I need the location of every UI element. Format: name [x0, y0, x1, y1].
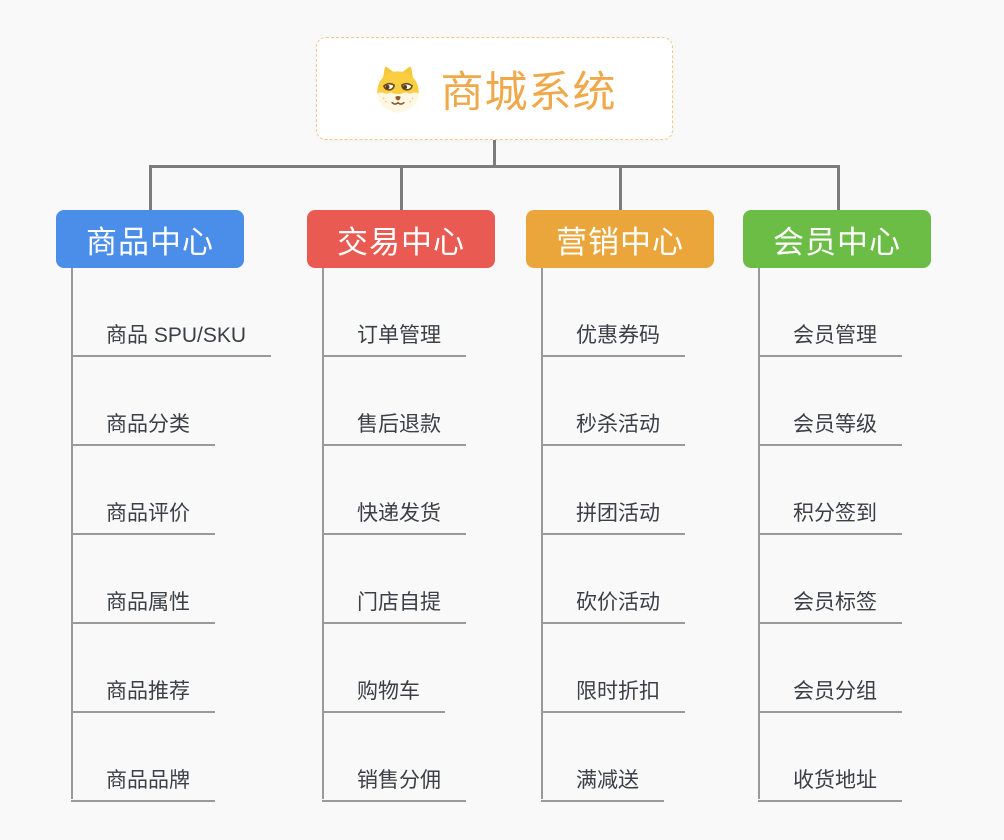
branch-header-3[interactable]: 营销中心 [526, 210, 714, 268]
connector-drop-1 [149, 165, 152, 210]
root-topic-label: 商城系统 [440, 68, 617, 117]
sub-topic[interactable]: 购物车 [322, 624, 445, 713]
sub-topic[interactable]: 商品属性 [71, 535, 215, 624]
branch-label: 商品中心 [86, 224, 214, 260]
branch-items: 会员管理会员等级积分签到会员标签会员分组收货地址 [743, 268, 931, 802]
sub-topic[interactable]: 商品品牌 [71, 713, 215, 802]
sub-topic[interactable]: 限时折扣 [541, 624, 685, 713]
connector-drop-4 [837, 165, 840, 210]
connector-drop-3 [619, 165, 622, 210]
branch-2: 交易中心 订单管理售后退款快递发货门店自提购物车销售分佣 [307, 210, 495, 802]
sub-topic[interactable]: 快递发货 [322, 446, 466, 535]
sub-topic[interactable]: 收货地址 [758, 713, 902, 802]
connector-drop-2 [400, 165, 403, 210]
sub-topic[interactable]: 会员分组 [758, 624, 902, 713]
sub-topic[interactable]: 会员等级 [758, 357, 902, 446]
branch-label: 交易中心 [337, 224, 465, 260]
branch-3: 营销中心 优惠券码秒杀活动拼团活动砍价活动限时折扣满减送 [526, 210, 714, 802]
shiba-dog-icon [373, 64, 423, 114]
branch-items: 优惠券码秒杀活动拼团活动砍价活动限时折扣满减送 [526, 268, 714, 802]
sub-topic[interactable]: 商品分类 [71, 357, 215, 446]
sub-topic[interactable]: 售后退款 [322, 357, 466, 446]
sub-topic[interactable]: 会员管理 [758, 268, 902, 357]
branch-4: 会员中心 会员管理会员等级积分签到会员标签会员分组收货地址 [743, 210, 931, 802]
sub-topic[interactable]: 门店自提 [322, 535, 466, 624]
sub-topic[interactable]: 优惠券码 [541, 268, 685, 357]
connector-root-stem [493, 140, 496, 168]
branch-header-4[interactable]: 会员中心 [743, 210, 931, 268]
sub-topic[interactable]: 拼团活动 [541, 446, 685, 535]
branch-items: 订单管理售后退款快递发货门店自提购物车销售分佣 [307, 268, 495, 802]
sub-topic[interactable]: 积分签到 [758, 446, 902, 535]
sub-topic[interactable]: 商品推荐 [71, 624, 215, 713]
sub-topic[interactable]: 会员标签 [758, 535, 902, 624]
root-topic[interactable]: 商城系统 [316, 37, 673, 140]
sub-topic[interactable]: 订单管理 [322, 268, 466, 357]
branch-label: 会员中心 [773, 224, 901, 260]
sub-topic[interactable]: 满减送 [541, 713, 664, 802]
sub-topic[interactable]: 秒杀活动 [541, 357, 685, 446]
sub-topic[interactable]: 砍价活动 [541, 535, 685, 624]
branch-label: 营销中心 [556, 224, 684, 260]
connector-rail [149, 165, 840, 168]
branch-header-1[interactable]: 商品中心 [56, 210, 244, 268]
branch-header-2[interactable]: 交易中心 [307, 210, 495, 268]
sub-topic[interactable]: 销售分佣 [322, 713, 466, 802]
sub-topic[interactable]: 商品 SPU/SKU [71, 268, 272, 357]
sub-topic[interactable]: 商品评价 [71, 446, 215, 535]
